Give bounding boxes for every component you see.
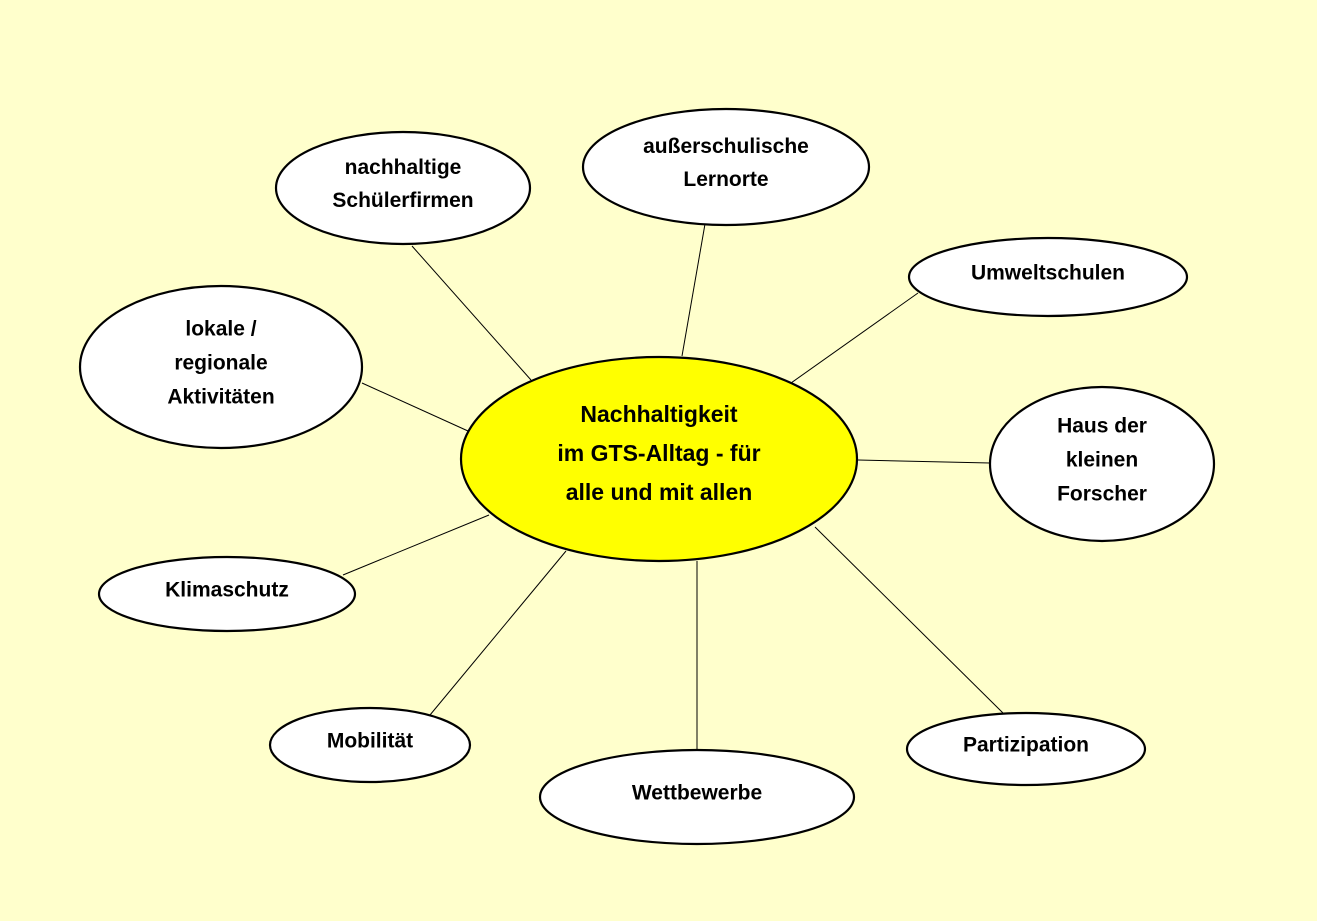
node-label-haus-der-kleinen-forscher-line-1: Haus der: [1057, 415, 1147, 438]
node-label-lokale-regionale-aktivitaeten-line-3: Aktivitäten: [167, 386, 274, 409]
node-label-haus-der-kleinen-forscher-line-3: Forscher: [1057, 483, 1147, 506]
node-label-ausserschulische-lernorte-line-2: Lernorte: [683, 168, 768, 191]
node-label-ausserschulische-lernorte-line-1: außerschulische: [643, 135, 809, 158]
node-umweltschulen: Umweltschulen: [907, 236, 1189, 318]
central-topic-label-line-3: alle und mit allen: [566, 479, 753, 505]
connector-lines: [342, 223, 1004, 750]
connector-ausserschulische-lernorte: [681, 223, 706, 357]
node-ellipse-lokale-regionale-aktivitaeten: [78, 284, 364, 450]
node-label-lokale-regionale-aktivitaeten-line-2: regionale: [174, 352, 267, 375]
node-ellipse-klimaschutz: [97, 555, 357, 633]
node-mobilitaet: Mobilität: [268, 706, 472, 784]
node-label-lokale-regionale-aktivitaeten-line-1: lokale /: [185, 318, 256, 341]
central-topic-label-line-2: im GTS-Alltag - für: [557, 440, 760, 466]
central-topic-label-line-1: Nachhaltigkeit: [580, 401, 738, 427]
central-topic-ellipse: [459, 355, 859, 563]
node-ellipse-ausserschulische-lernorte: [581, 107, 871, 227]
connector-klimaschutz: [342, 514, 490, 576]
node-label-umweltschulen-line-1: Umweltschulen: [971, 262, 1125, 285]
node-ellipse-nachhaltige-schuelerfirmen: [274, 130, 532, 246]
node-label-klimaschutz-line-1: Klimaschutz: [165, 579, 289, 602]
node-label-wettbewerbe-line-1: Wettbewerbe: [632, 782, 762, 805]
connector-nachhaltige-schuelerfirmen: [411, 245, 532, 381]
node-partizipation: Partizipation: [905, 711, 1147, 787]
connector-partizipation: [814, 526, 1004, 714]
node-ellipse-mobilitaet: [268, 706, 472, 784]
node-ellipse-umweltschulen: [907, 236, 1189, 318]
central-topic: Nachhaltigkeit im GTS-Alltag - für alle un…: [459, 355, 859, 563]
node-ellipse-partizipation: [905, 711, 1147, 787]
node-ellipse-haus-der-kleinen-forscher: [988, 385, 1216, 543]
node-ellipse-wettbewerbe: [538, 748, 856, 846]
node-label-nachhaltige-schuelerfirmen-line-1: nachhaltige: [345, 156, 462, 179]
connector-lokale-regionale-aktivitaeten: [361, 382, 469, 432]
node-label-haus-der-kleinen-forscher-line-2: kleinen: [1066, 449, 1138, 472]
node-klimaschutz: Klimaschutz: [97, 555, 357, 633]
connector-haus-der-kleinen-forscher: [857, 459, 991, 464]
node-label-nachhaltige-schuelerfirmen-line-2: Schülerfirmen: [332, 189, 473, 212]
connector-umweltschulen: [790, 292, 919, 384]
node-wettbewerbe: Wettbewerbe: [538, 748, 856, 846]
node-label-mobilitaet-line-1: Mobilität: [327, 730, 413, 753]
node-label-partizipation-line-1: Partizipation: [963, 734, 1089, 757]
connector-mobilitaet: [429, 550, 567, 716]
